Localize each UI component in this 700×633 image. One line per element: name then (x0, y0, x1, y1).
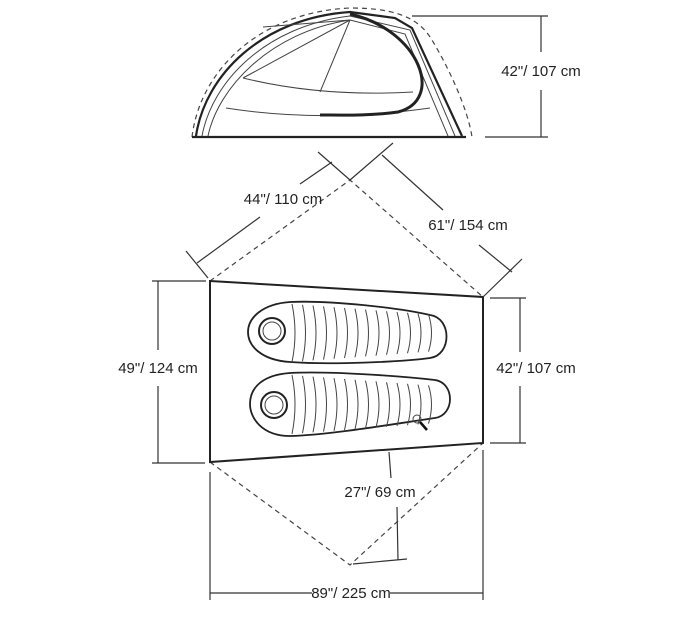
sleeping-bag-baffle (291, 303, 296, 363)
sleeping-bag-baffle (365, 380, 369, 429)
sleeping-bag-baffle (375, 381, 380, 428)
sleeping-bag-baffle (428, 314, 432, 352)
sleeping-bag (249, 371, 451, 437)
sleeping-bag-baffle (344, 378, 348, 431)
tent-floor (209, 279, 484, 464)
sleeping-bag-baffle (354, 308, 359, 358)
sleeping-bag-baffle (396, 311, 401, 355)
sleeping-bag-baffle (386, 311, 390, 355)
sleeping-bag-baffle (333, 378, 338, 431)
floor-length-dimension: 89"/ 225 cm (209, 450, 484, 602)
tent-elevation (191, 7, 473, 139)
vestibule-side-a-dimension: 44"/ 110 cm (185, 151, 351, 279)
floor-width-foot-label: 42"/ 107 cm (496, 360, 576, 377)
sleeping-bag-baffle (417, 313, 422, 353)
floor-width-head-label: 49"/ 124 cm (118, 360, 198, 377)
sleeping-bag-baffle (417, 384, 422, 425)
floor-length-label: 89"/ 225 cm (311, 585, 391, 602)
sleeping-bag-baffle (354, 379, 359, 430)
vestibule-depth-label: 27"/ 69 cm (344, 484, 415, 501)
sleeping-bag-baffle (344, 307, 348, 359)
rainfly-outline (191, 7, 473, 138)
door-zipper-pole (319, 12, 424, 117)
vestibule-rear (209, 442, 484, 566)
sleeping-bag-baffle (375, 310, 380, 356)
height-dimension: 42"/ 107 cm (412, 15, 581, 138)
floor-width-head-dimension: 49"/ 124 cm (118, 280, 206, 464)
sleeping-bag-baffle (407, 383, 411, 426)
sleeping-bag-baffle (291, 374, 296, 435)
sleeping-bag-baffle (407, 312, 411, 354)
vestibule-side-b-label: 61"/ 154 cm (428, 217, 508, 234)
vestibule-side-b-dimension: 61"/ 154 cm (349, 142, 523, 298)
sleeping-bag-baffle (302, 304, 306, 362)
sleeping-bag-baffle (323, 377, 327, 432)
sleeping-bag-baffle (333, 307, 338, 359)
sleeping-bag-baffle (302, 375, 306, 434)
sleeping-bag-baffle (386, 382, 390, 427)
height-label: 42"/ 107 cm (501, 63, 581, 80)
sleeping-bag-baffle (428, 385, 432, 424)
sleeping-bag-baffle (365, 309, 369, 357)
sleeping-bag-baffle (396, 382, 401, 427)
sleeping-bag-baffle (312, 305, 317, 361)
sleeping-bag-baffle (312, 376, 317, 433)
floor-plan (209, 179, 484, 566)
sleeping-bag-baffle (323, 306, 327, 360)
tent-pole-outer (194, 10, 463, 137)
zipper-pull-icon (412, 414, 422, 424)
vestibule-side-a-label: 44"/ 110 cm (244, 191, 322, 208)
vestibule-depth-dimension: 27"/ 69 cm (344, 451, 416, 565)
floor-width-foot-dimension: 42"/ 107 cm (490, 297, 576, 444)
sleeping-bag (247, 300, 448, 365)
